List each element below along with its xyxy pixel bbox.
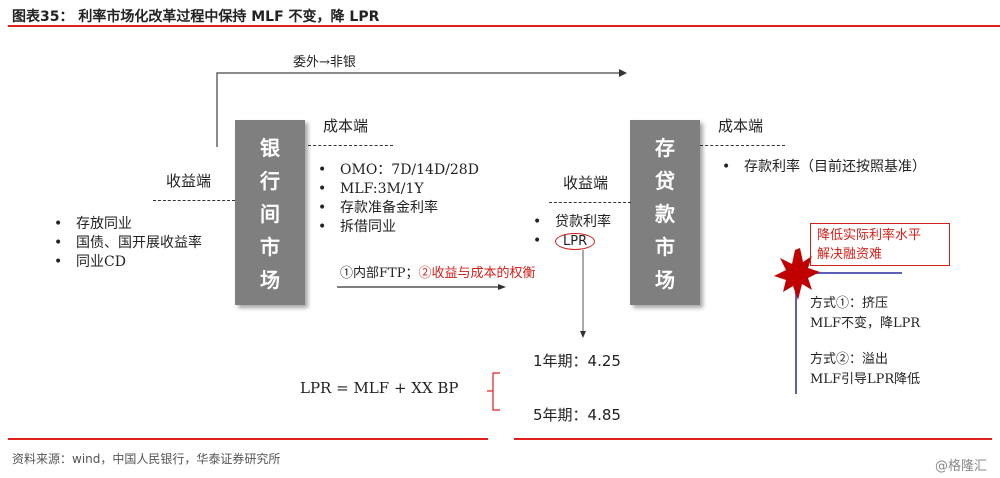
list-item: 存款利率（目前还按照基准） xyxy=(722,158,926,177)
box-char: 款 xyxy=(655,202,675,226)
list-item: 拆借同业 xyxy=(318,218,479,237)
loan-income-list: 贷款利率 LPR xyxy=(533,213,611,251)
starburst-icon xyxy=(774,248,820,300)
list-item: 存款准备金利率 xyxy=(318,199,479,218)
box-char: 场 xyxy=(260,268,280,292)
loan-income-label: 收益端 xyxy=(563,174,609,192)
title-rule xyxy=(8,25,1000,27)
divider xyxy=(549,202,631,203)
list-item: OMO：7D/14D/28D xyxy=(318,161,479,180)
ftp-label: ①内部FTP；②收益与成本的权衡 xyxy=(340,262,535,281)
loan-market-box: 存贷款市场 xyxy=(630,120,700,305)
method-title: 方式②：溢出 xyxy=(810,352,889,367)
box-char: 银 xyxy=(260,136,280,160)
figure-title: 图表35： 利率市场化改革过程中保持 MLF 不变，降 LPR xyxy=(12,9,380,25)
loan-cost-label: 成本端 xyxy=(718,117,764,135)
list-item: 贷款利率 xyxy=(533,213,611,232)
source-note: 资料来源：wind，中国人民银行，华泰证券研究所 xyxy=(12,452,281,466)
ftp-part2: ②收益与成本的权衡 xyxy=(418,266,536,281)
bank-cost-list: OMO：7D/14D/28D MLF:3M/1Y 存款准备金利率 拆借同业 xyxy=(318,161,479,237)
term-1y: 1年期：4.25 xyxy=(533,352,621,370)
divider xyxy=(700,145,785,146)
divider xyxy=(153,200,235,201)
top-flow-label: 委外→非银 xyxy=(293,55,356,70)
bank-income-list: 存放同业 国债、国开展收益率 同业CD xyxy=(54,215,202,272)
footer-rule xyxy=(514,438,992,440)
box-char: 行 xyxy=(260,169,280,193)
method-desc: MLF不变，降LPR xyxy=(810,316,921,331)
lpr-formula: LPR = MLF + XX BP xyxy=(300,379,459,397)
box-char: 场 xyxy=(655,268,675,292)
box-char: 间 xyxy=(260,202,280,226)
bank-income-label: 收益端 xyxy=(166,172,212,190)
ftp-part1: ①内部FTP； xyxy=(340,266,419,281)
method-1: 方式①：挤压 MLF不变，降LPR xyxy=(810,294,920,334)
callout-box: 降低实际利率水平 解决融资难 xyxy=(810,223,950,266)
list-item: 存放同业 xyxy=(54,215,202,234)
list-item: LPR xyxy=(533,232,611,251)
footer-rule xyxy=(8,438,488,440)
list-item: 国债、国开展收益率 xyxy=(54,234,202,253)
term-5y: 5年期：4.85 xyxy=(533,406,621,424)
method-title: 方式①：挤压 xyxy=(810,296,889,311)
box-char: 存 xyxy=(655,136,675,160)
list-item: MLF:3M/1Y xyxy=(318,180,479,199)
box-char: 市 xyxy=(655,235,675,259)
method-2: 方式②：溢出 MLF引导LPR降低 xyxy=(810,350,920,390)
loan-cost-list: 存款利率（目前还按照基准） xyxy=(722,158,926,177)
bank-cost-label: 成本端 xyxy=(323,117,369,135)
bank-market-box: 银行间市场 xyxy=(235,120,305,305)
method-desc: MLF引导LPR降低 xyxy=(810,372,921,387)
list-item: 同业CD xyxy=(54,253,202,272)
divider xyxy=(308,145,393,146)
box-char: 市 xyxy=(260,235,280,259)
box-char: 贷 xyxy=(655,169,675,193)
watermark: @格隆汇 xyxy=(935,459,988,474)
lpr-highlight: LPR xyxy=(555,233,596,250)
callout-line: 降低实际利率水平 xyxy=(817,228,922,243)
callout-line: 解决融资难 xyxy=(817,247,883,262)
